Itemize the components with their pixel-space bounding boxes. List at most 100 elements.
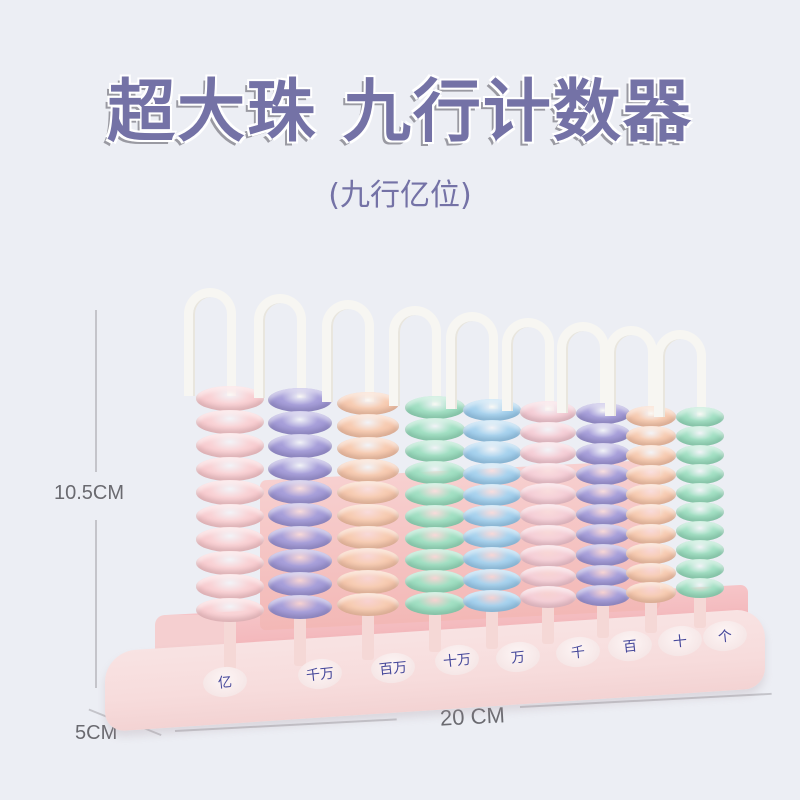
rod-arch (557, 322, 609, 413)
abacus-bead[interactable] (576, 443, 630, 465)
abacus-bead[interactable] (337, 525, 399, 550)
abacus-bead[interactable] (405, 570, 465, 594)
abacus-bead[interactable] (626, 484, 676, 505)
abacus-bead[interactable] (268, 411, 332, 435)
abacus-bead[interactable] (463, 420, 521, 443)
abacus-bead[interactable] (520, 586, 576, 608)
height-dimension-label: 10.5CM (54, 482, 125, 504)
height-dimension-line-bottom (95, 520, 97, 688)
abacus-bead[interactable] (405, 461, 465, 485)
abacus-bead[interactable] (520, 545, 576, 567)
abacus-bead[interactable] (268, 434, 332, 458)
abacus-bead[interactable] (676, 407, 724, 427)
abacus-bead[interactable] (337, 481, 399, 505)
abacus-bead[interactable] (676, 559, 724, 579)
abacus-bead[interactable] (268, 457, 332, 481)
abacus-bead[interactable] (576, 524, 630, 546)
abacus-bead[interactable] (337, 458, 399, 483)
rod-pole (645, 598, 657, 633)
rod-arch (605, 326, 657, 416)
abacus-bead[interactable] (337, 548, 399, 572)
abacus-bead[interactable] (463, 547, 521, 570)
abacus-bead[interactable] (463, 505, 521, 528)
abacus-bead[interactable] (268, 549, 332, 573)
abacus-bead[interactable] (576, 504, 630, 526)
abacus-bead[interactable] (626, 523, 676, 545)
abacus-bead[interactable] (196, 456, 264, 481)
abacus-bead[interactable] (463, 483, 521, 506)
abacus-bead[interactable] (268, 526, 332, 550)
abacus-bead[interactable] (626, 543, 676, 564)
abacus-bead[interactable] (520, 483, 576, 505)
abacus-bead[interactable] (196, 550, 264, 575)
abacus-bead[interactable] (576, 423, 630, 445)
abacus-bead[interactable] (405, 483, 465, 506)
abacus-bead[interactable] (196, 503, 264, 528)
abacus-bead[interactable] (520, 504, 576, 526)
abacus-bead[interactable] (676, 445, 724, 465)
rod-pole (486, 607, 498, 649)
abacus-bead[interactable] (337, 592, 399, 616)
abacus-bead[interactable] (626, 445, 676, 466)
abacus-bead[interactable] (626, 582, 676, 603)
abacus-bead[interactable] (520, 442, 576, 464)
abacus-bead[interactable] (196, 433, 264, 458)
abacus-bead[interactable] (268, 503, 332, 527)
rod-pole (429, 610, 441, 652)
abacus-bead[interactable] (196, 527, 264, 552)
abacus-bead[interactable] (676, 483, 724, 503)
abacus-bead[interactable] (196, 597, 264, 622)
abacus-bead[interactable] (268, 480, 332, 504)
abacus-bead[interactable] (576, 483, 630, 505)
abacus-bead[interactable] (405, 439, 465, 463)
abacus-bead[interactable] (196, 574, 264, 599)
abacus-bead[interactable] (463, 568, 521, 591)
product-title: 超大珠 九行计数器 (107, 73, 693, 152)
rod-arch (654, 330, 706, 417)
abacus-bead[interactable] (463, 589, 521, 612)
rod-pole (542, 603, 554, 644)
abacus-bead[interactable] (520, 421, 576, 444)
abacus-bead[interactable] (676, 521, 724, 541)
abacus-bead[interactable] (463, 462, 521, 485)
abacus-bead[interactable] (196, 480, 264, 505)
abacus-bead[interactable] (463, 441, 521, 464)
abacus-bead[interactable] (337, 503, 399, 527)
abacus-bead[interactable] (268, 572, 332, 596)
abacus-bead[interactable] (196, 409, 264, 434)
abacus-bead[interactable] (676, 464, 724, 484)
rod-arch (389, 306, 441, 406)
abacus-bead[interactable] (576, 544, 630, 566)
abacus-bead[interactable] (626, 562, 676, 584)
abacus-bead[interactable] (405, 417, 465, 441)
rod-pole (294, 614, 306, 666)
abacus-bead[interactable] (626, 504, 676, 525)
abacus-bead[interactable] (676, 578, 724, 598)
abacus-bead[interactable] (405, 526, 465, 550)
abacus-bead[interactable] (405, 505, 465, 528)
abacus-bead[interactable] (626, 464, 676, 486)
abacus-bead[interactable] (196, 386, 264, 411)
abacus-bead[interactable] (337, 570, 399, 594)
abacus-bead[interactable] (337, 414, 399, 438)
abacus-bead[interactable] (520, 462, 576, 485)
abacus-bead[interactable] (520, 565, 576, 588)
abacus-bead[interactable] (676, 426, 724, 446)
rod-pole (224, 617, 236, 674)
abacus-bead[interactable] (676, 502, 724, 522)
abacus-bead[interactable] (268, 388, 332, 412)
rod-arch (322, 300, 374, 402)
abacus-bead[interactable] (463, 526, 521, 549)
abacus-bead[interactable] (576, 584, 630, 606)
abacus-bead[interactable] (576, 564, 630, 586)
abacus-bead[interactable] (405, 592, 465, 615)
rod-arch (184, 288, 236, 396)
abacus-bead[interactable] (337, 392, 399, 416)
abacus-bead[interactable] (520, 524, 576, 547)
abacus-bead[interactable] (626, 425, 676, 447)
abacus-bead[interactable] (576, 463, 630, 485)
abacus-bead[interactable] (337, 436, 399, 460)
abacus-bead[interactable] (405, 548, 465, 572)
abacus-bead[interactable] (268, 595, 332, 619)
abacus-bead[interactable] (676, 540, 724, 560)
